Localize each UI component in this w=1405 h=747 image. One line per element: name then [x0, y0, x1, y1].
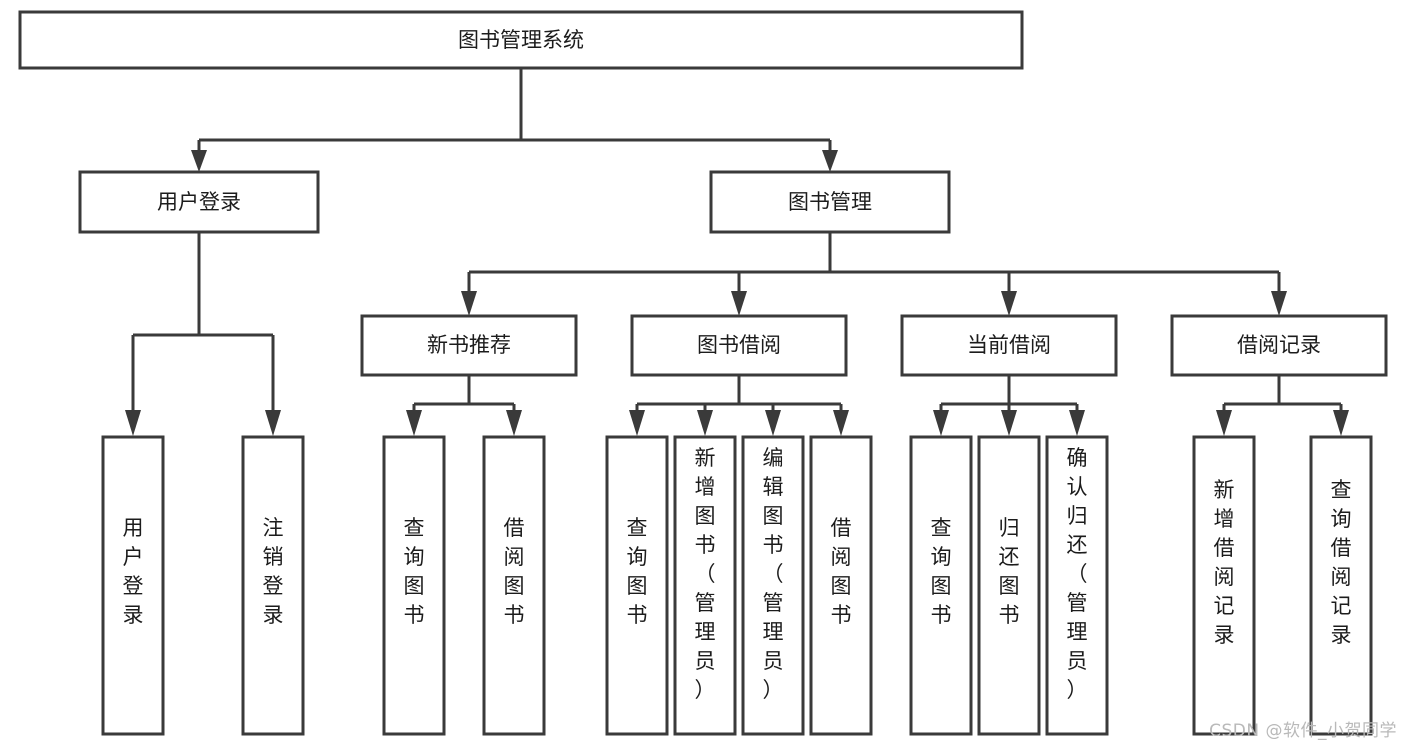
node-book-borrow[interactable]: 图书借阅 — [630, 314, 848, 377]
root-label: 图书管理系统 — [458, 28, 584, 52]
node-leaf-return-book[interactable]: 归还图书 — [977, 435, 1041, 736]
user-login-label: 用户登录 — [157, 190, 241, 214]
new-book-recommend-label: 新书推荐 — [427, 333, 511, 357]
borrow-record-box[interactable] — [1170, 314, 1388, 377]
leaf-add-book-box[interactable] — [673, 435, 737, 736]
arrow-to-borrow-record — [1271, 291, 1287, 316]
leaf-add-record-box[interactable] — [1192, 435, 1256, 736]
node-leaf-add-book[interactable]: 新增图书（管理员） — [673, 435, 737, 736]
node-user-login[interactable]: 用户登录 — [78, 170, 320, 234]
leaf-edit-book-label: 编辑图书（管理员） — [763, 446, 784, 702]
arrow-to-leaf-borrow-book-2 — [833, 410, 849, 436]
user-login-box[interactable] — [78, 170, 320, 234]
node-leaf-query-book-2[interactable]: 查询图书 — [605, 435, 669, 736]
leaf-query-book-2-label: 查询图书 — [627, 516, 648, 627]
leaf-query-book-2-box[interactable] — [605, 435, 669, 736]
leaf-query-book-3-box[interactable] — [909, 435, 973, 736]
leaf-confirm-return-box[interactable] — [1045, 435, 1109, 736]
connector-book-manage-branch — [467, 232, 1281, 292]
connector-book-borrow-branch — [635, 375, 843, 412]
arrow-to-leaf-logout-login — [265, 410, 281, 436]
book-manage-box[interactable] — [709, 170, 951, 234]
borrow-record-label: 借阅记录 — [1237, 333, 1321, 357]
connector-layer — [125, 68, 1349, 436]
leaf-return-book-box[interactable] — [977, 435, 1041, 736]
node-leaf-logout-login[interactable]: 注销登录 — [241, 435, 305, 736]
node-new-book-recommend[interactable]: 新书推荐 — [360, 314, 578, 377]
arrow-to-leaf-query-record — [1333, 410, 1349, 436]
leaf-confirm-return-label: 确认归还（管理员） — [1067, 446, 1088, 702]
node-leaf-query-record[interactable]: 查询借阅记录 — [1309, 435, 1373, 736]
node-book-manage[interactable]: 图书管理 — [709, 170, 951, 234]
node-leaf-query-book-3[interactable]: 查询图书 — [909, 435, 973, 736]
arrow-to-new-book-recommend — [461, 291, 477, 316]
node-current-borrow[interactable]: 当前借阅 — [900, 314, 1118, 377]
leaf-logout-login-label: 注销登录 — [263, 516, 284, 627]
arrow-to-leaf-add-book — [697, 410, 713, 436]
leaf-query-book-1-label: 查询图书 — [404, 516, 425, 627]
connector-borrow-record-branch — [1222, 375, 1343, 412]
leaf-query-book-1-box[interactable] — [382, 435, 446, 736]
node-leaf-confirm-return[interactable]: 确认归还（管理员） — [1045, 435, 1109, 736]
leaf-add-record-label: 新增借阅记录 — [1214, 478, 1235, 647]
arrow-to-leaf-query-book-2 — [629, 410, 645, 436]
arrow-to-user-login — [191, 150, 207, 172]
arrow-to-leaf-return-book — [1001, 410, 1017, 436]
node-leaf-query-book-1[interactable]: 查询图书 — [382, 435, 446, 736]
leaf-user-login-box[interactable] — [101, 435, 165, 736]
node-leaf-edit-book[interactable]: 编辑图书（管理员） — [741, 435, 805, 736]
connector-new-book-recommend-branch — [412, 375, 516, 412]
leaf-add-book-label: 新增图书（管理员） — [695, 446, 716, 702]
arrow-to-book-borrow — [731, 291, 747, 316]
leaf-return-book-label: 归还图书 — [999, 516, 1020, 627]
arrow-to-leaf-confirm-return — [1069, 410, 1085, 436]
leaf-query-book-3-label: 查询图书 — [931, 516, 952, 627]
leaf-query-record-label: 查询借阅记录 — [1331, 478, 1352, 647]
book-manage-label: 图书管理 — [788, 190, 872, 214]
leaf-borrow-book-1-box[interactable] — [482, 435, 546, 736]
leaf-query-record-box[interactable] — [1309, 435, 1373, 736]
arrow-to-leaf-user-login — [125, 410, 141, 436]
node-leaf-user-login[interactable]: 用户登录 — [101, 435, 165, 736]
leaf-borrow-book-1-label: 借阅图书 — [504, 516, 525, 627]
node-borrow-record[interactable]: 借阅记录 — [1170, 314, 1388, 377]
arrow-to-leaf-query-book-1 — [406, 410, 422, 436]
new-book-recommend-box[interactable] — [360, 314, 578, 377]
connector-user-login-branch — [131, 232, 275, 412]
arrow-to-leaf-borrow-book-1 — [506, 410, 522, 436]
arrow-to-leaf-query-book-3 — [933, 410, 949, 436]
leaf-user-login-label: 用户登录 — [123, 516, 144, 627]
leaf-borrow-book-2-label: 借阅图书 — [831, 516, 852, 627]
leaf-borrow-book-2-box[interactable] — [809, 435, 873, 736]
leaf-edit-book-box[interactable] — [741, 435, 805, 736]
book-borrow-box[interactable] — [630, 314, 848, 377]
book-borrow-label: 图书借阅 — [697, 333, 781, 357]
leaf-logout-login-box[interactable] — [241, 435, 305, 736]
node-leaf-add-record[interactable]: 新增借阅记录 — [1192, 435, 1256, 736]
connector-current-borrow-branch — [939, 375, 1079, 412]
root-box[interactable] — [18, 10, 1024, 70]
arrow-to-book-manage — [822, 150, 838, 172]
connector-root-trunk — [197, 68, 832, 162]
arrow-to-current-borrow — [1001, 291, 1017, 316]
node-root[interactable]: 图书管理系统 — [18, 10, 1024, 70]
arrow-to-leaf-edit-book — [765, 410, 781, 436]
node-leaf-borrow-book-1[interactable]: 借阅图书 — [482, 435, 546, 736]
current-borrow-box[interactable] — [900, 314, 1118, 377]
current-borrow-label: 当前借阅 — [967, 333, 1051, 357]
csdn-watermark: CSDN @软件_小贺同学 — [1209, 721, 1397, 741]
node-leaf-borrow-book-2[interactable]: 借阅图书 — [809, 435, 873, 736]
arrow-to-leaf-add-record — [1216, 410, 1232, 436]
